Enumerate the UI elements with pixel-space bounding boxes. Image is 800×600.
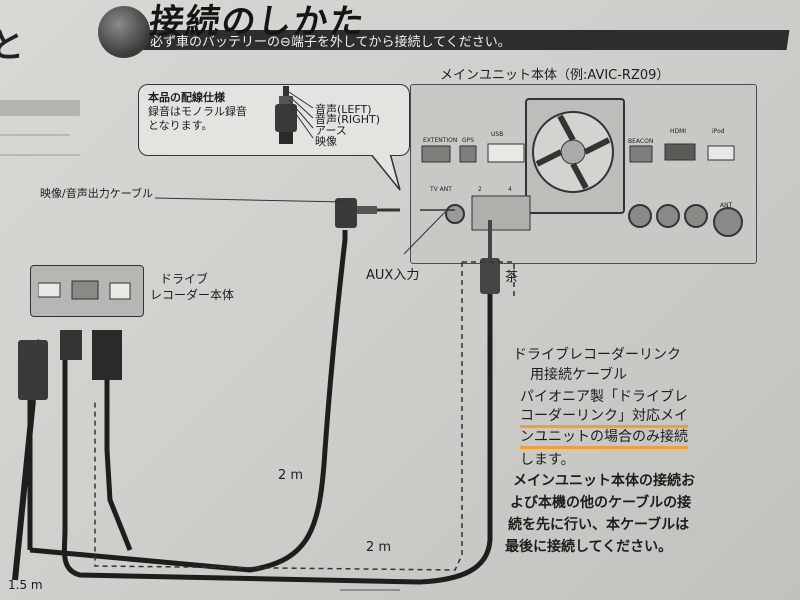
port-label-hdmi: HDMI xyxy=(670,128,687,135)
bold-note-line4: 最後に接続してください。 xyxy=(505,539,673,555)
cable-routing xyxy=(12,198,515,591)
port-label-2: 2 xyxy=(478,186,482,193)
port-label-gps: GPS xyxy=(462,137,475,144)
spec-label-video: 映像 xyxy=(315,135,337,148)
pioneer-note-line4: します。 xyxy=(520,452,575,468)
port-label-ipod: iPod xyxy=(712,128,725,135)
length-label-a: 2 m xyxy=(278,468,304,483)
pioneer-note-line2: コーダーリンク」対応メイ xyxy=(520,405,688,428)
wiring-spec-callout xyxy=(138,84,410,156)
link-cable-label-line1: ドライブレコーダーリンク xyxy=(513,347,681,363)
port-label-tv-ant: TV ANT xyxy=(430,186,452,193)
port-label-usb: USB xyxy=(491,131,504,138)
port-label-extention: EXTENTION xyxy=(423,137,458,144)
length-label-b: 2 m xyxy=(366,540,392,555)
page-subtitle: 必ず車のバッテリーの⊖端子を外してから接続してください。 xyxy=(150,35,511,50)
callout-pointer xyxy=(368,150,401,191)
aux-input-label: AUX入力 xyxy=(366,268,420,283)
pioneer-note-line3: ンユニットの場合のみ接続 xyxy=(520,426,688,449)
port-label-ant: ANT xyxy=(720,202,733,209)
left-page-lines xyxy=(0,100,80,156)
port-label-4: 4 xyxy=(508,186,512,193)
main-unit-title: メインユニット本体（例:AVIC-RZ09） xyxy=(440,68,670,83)
recorder-label-line1: ドライブ xyxy=(160,272,209,286)
spec-label-right: 音声(RIGHT) xyxy=(315,113,380,126)
brown-label: 茶 xyxy=(505,270,519,285)
spec-title: 本品の配線仕様 xyxy=(148,91,225,104)
main-unit-ports xyxy=(421,111,743,237)
pioneer-note-line1: パイオニア製「ドライブレ xyxy=(520,389,688,405)
heading-bullet xyxy=(98,6,150,58)
spec-label-left: 音声(LEFT) xyxy=(315,103,372,116)
bold-note-line1: メインユニット本体の接続お xyxy=(513,473,695,489)
plug-diagram xyxy=(275,86,314,144)
left-page-heading-fragment: と xyxy=(0,26,24,66)
av-cable-label: 映像/音声出力ケーブル xyxy=(40,187,154,200)
spec-note-line1: 録音はモノラル録音 xyxy=(148,105,247,118)
recorder-label-line2: レコーダー本体 xyxy=(150,288,235,302)
port-label-beacon: BEACON xyxy=(628,138,654,145)
recorder-ports xyxy=(38,280,131,300)
link-cable-label-line2: 用接続ケーブル xyxy=(530,367,628,383)
bold-note-line3: 続を先に行い、本ケーブルは xyxy=(508,517,690,533)
spec-label-ground: アース xyxy=(315,124,347,137)
bold-note-line2: よび本機の他のケーブルの接 xyxy=(510,495,692,511)
av-cable-leader xyxy=(154,197,346,203)
spec-note-line2: となります。 xyxy=(148,119,213,132)
length-label-c: 1.5 m xyxy=(8,578,43,592)
